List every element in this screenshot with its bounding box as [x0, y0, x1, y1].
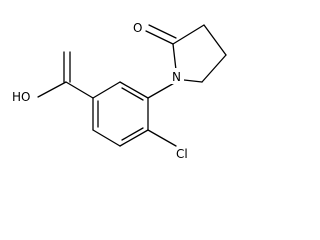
nitrogen-label-bg — [170, 68, 184, 84]
bond-ring-to-carboxyl — [65, 81, 94, 99]
bond-ring-c2-c3 — [119, 81, 149, 99]
bond-ketone-double-a — [145, 30, 174, 45]
bond-ring-inner-1 — [121, 87, 144, 101]
bond-ring-c4-c5 — [119, 129, 149, 147]
bond-ketone-double-b — [148, 24, 177, 39]
bond-ring-to-chlorine — [147, 129, 177, 147]
bond-ring-to-nitrogen — [147, 81, 177, 99]
chlorine-atom-label: Cl — [176, 147, 188, 161]
bond-ring-c5-c6 — [92, 129, 121, 147]
bond-ch2-to-ch2 — [203, 24, 227, 56]
nitrogen-atom-label: N — [172, 70, 181, 84]
bond-carboxyl-c-o-single — [37, 81, 67, 98]
bond-n-carbonyl-carbon — [172, 43, 177, 71]
structure-canvas: N O Cl HO — [12, 21, 227, 161]
bond-ring-inner-2 — [121, 127, 144, 141]
hydroxyl-group-label: HO — [12, 90, 30, 104]
bond-ring-c1-c2 — [92, 81, 121, 99]
bond-ch2-to-ch2-n — [201, 54, 227, 83]
carbonyl-oxygen-label: O — [133, 21, 142, 35]
bond-ch2-to-nitrogen — [183, 79, 203, 83]
molecule-diagram: N O Cl HO — [12, 21, 227, 161]
bond-carbonyl-to-ch2 — [172, 24, 205, 45]
